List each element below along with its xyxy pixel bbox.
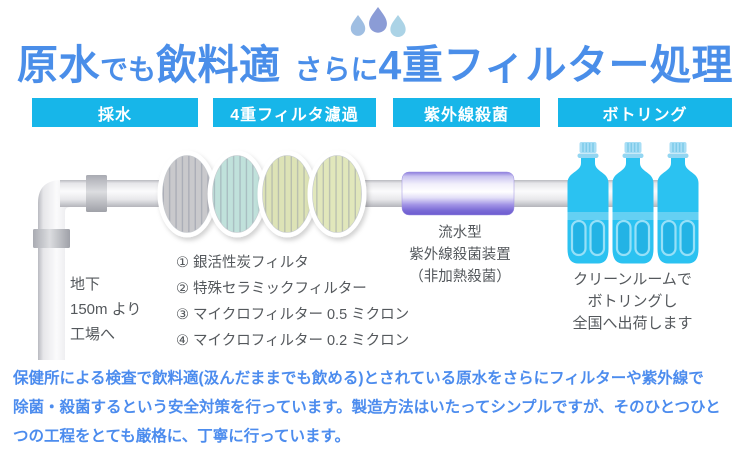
stage-bar-water-collection: 採水 <box>32 98 198 127</box>
note-line: クリーンルームで <box>573 271 692 288</box>
bottle-3 <box>657 142 699 264</box>
page-title: 原水でも飲料適さらに4重フィルター処理 <box>0 38 750 102</box>
paragraph-line: 保健所による検査で飲料適(汲んだままでも飲める)とされている原水をさらにフィルタ… <box>13 370 704 387</box>
paragraph-line: 除菌・殺菌するという安全対策を行っています。製造方法はいたってシンプルですが、そ… <box>13 399 721 416</box>
stage-label: 4重フィルタ濾過 <box>230 106 359 124</box>
water-drop-right-icon <box>390 15 406 38</box>
stage-label: 採水 <box>97 106 132 124</box>
title-segment: 飲料適 <box>156 42 281 88</box>
note-line: 地下 <box>70 276 101 293</box>
stage-label: ボトリング <box>602 106 688 124</box>
list-item: ② 特殊セラミックフィルター <box>176 281 367 297</box>
list-item: ③ マイクロフィルター 0.5 ミクロン <box>176 307 410 323</box>
pipe-coupling-vertical <box>33 229 70 248</box>
water-drops-icon <box>350 7 406 38</box>
note-line: 150m より <box>70 301 142 318</box>
title-segment: 4重フィルター処理 <box>378 42 733 88</box>
stage-bar-filtration: 4重フィルタ濾過 <box>213 98 376 127</box>
note-line: ボトリングし <box>587 293 678 310</box>
stage-bar-bottling: ボトリング <box>558 98 732 127</box>
note-line: 紫外線殺菌装置 <box>409 247 511 263</box>
title-segment: 原水 <box>16 42 100 88</box>
water-drop-middle-icon <box>369 7 387 33</box>
filter-list: ① 銀活性炭フィルタ ② 特殊セラミックフィルター ③ マイクロフィルター 0.… <box>176 250 409 354</box>
note-line: 全国へ出荷します <box>572 315 693 332</box>
description-paragraph: 保健所による検査で飲料適(汲んだままでも飲める)とされている原水をさらにフィルタ… <box>13 364 721 451</box>
water-source-note: 地下 150m より 工場へ <box>70 272 141 347</box>
note-line: （非加熱殺菌） <box>409 269 511 285</box>
paragraph-line: つの工程をとても厳格に、丁寧に行っています。 <box>13 428 350 445</box>
pipe-coupling-horizontal <box>86 175 107 212</box>
bottling-note: クリーンルームで ボトリングし 全国へ出荷します <box>545 269 720 335</box>
uv-device-note: 流水型 紫外線殺菌装置 （非加熱殺菌） <box>385 222 535 288</box>
title-segment: でも <box>99 54 156 85</box>
filter-disc-4 <box>307 150 367 238</box>
bottle-1 <box>567 142 609 264</box>
note-line: 流水型 <box>438 225 482 241</box>
filter-disc-3 <box>257 150 317 238</box>
filter-disc-2 <box>207 150 267 238</box>
list-item: ① 銀活性炭フィルタ <box>176 255 309 271</box>
bottle-2 <box>612 142 654 264</box>
uv-sterilizer-unit <box>401 171 515 216</box>
title-segment: さらに <box>294 54 379 85</box>
note-line: 工場へ <box>70 326 116 343</box>
list-item: ④ マイクロフィルター 0.2 ミクロン <box>176 333 410 349</box>
filter-disc-1 <box>157 150 217 238</box>
water-drop-left-icon <box>350 15 366 36</box>
stage-label: 紫外線殺菌 <box>423 106 509 124</box>
intake-pipe-elbow <box>38 180 82 360</box>
process-diagram <box>33 142 699 360</box>
stage-bar-uv-sterilization: 紫外線殺菌 <box>393 98 540 127</box>
